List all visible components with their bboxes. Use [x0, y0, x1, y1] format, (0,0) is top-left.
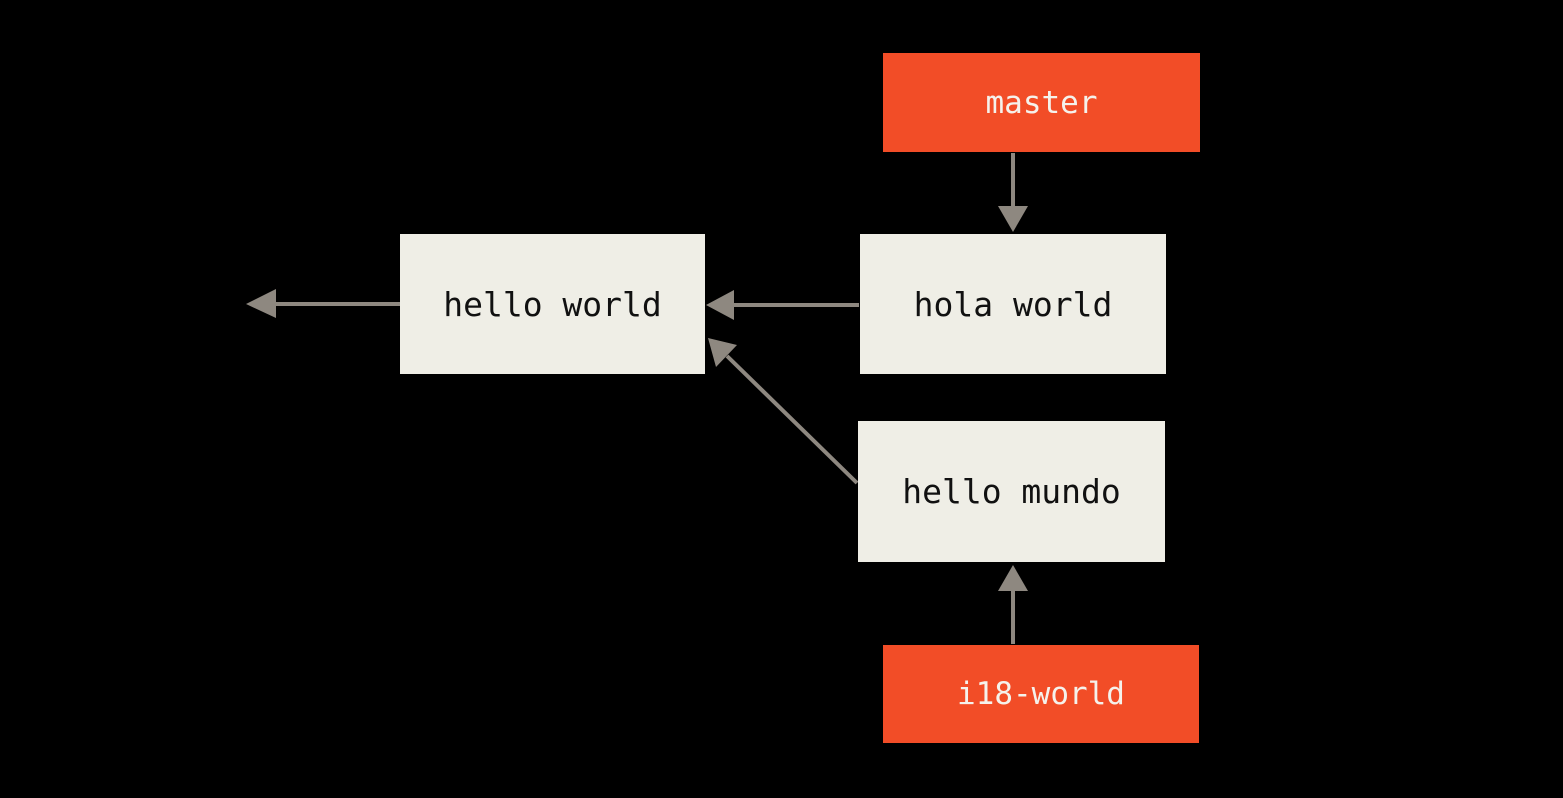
arrowhead-up-icon — [998, 565, 1028, 591]
branch-label-i18-world: i18-world — [883, 645, 1199, 743]
arrow-i18-world-to-hello-mundo — [998, 565, 1028, 644]
arrow-hola-world-to-hello-world — [706, 290, 859, 320]
arrowhead-up-left-icon — [708, 338, 737, 367]
arrow-line — [725, 354, 859, 485]
commit-node-hello-mundo: hello mundo — [858, 421, 1165, 562]
arrowhead-down-icon — [998, 206, 1028, 232]
arrow-hello-mundo-to-hello-world — [708, 338, 859, 485]
commit-node-hello-world: hello world — [400, 234, 705, 374]
arrow-master-to-hola-world — [998, 153, 1028, 232]
arrowhead-left-icon — [706, 290, 734, 320]
branch-label-master: master — [883, 53, 1200, 152]
commit-node-hola-world: hola world — [860, 234, 1166, 374]
arrowhead-left-icon — [246, 289, 276, 318]
arrow-hello-world-to-offscreen — [246, 289, 400, 318]
